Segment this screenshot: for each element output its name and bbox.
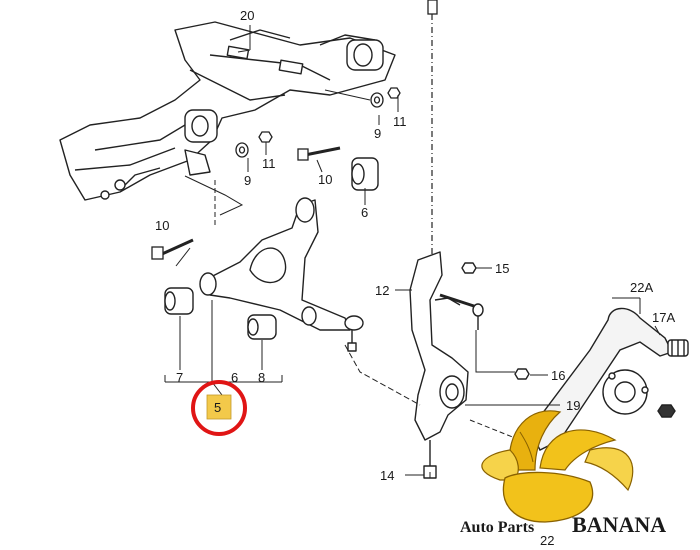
part-label-6: 6 bbox=[231, 370, 238, 385]
highlight-ring bbox=[191, 380, 247, 436]
control-arm-drawing bbox=[199, 197, 364, 352]
part-label-17a: 17A bbox=[652, 310, 675, 325]
bushings-lower bbox=[164, 287, 277, 340]
part-label-16: 16 bbox=[551, 368, 565, 383]
banana-logo-icon bbox=[481, 410, 634, 523]
brand-watermark: Auto Parts BANANA bbox=[460, 410, 666, 537]
part-label-19: 19 bbox=[566, 398, 580, 413]
subframe-drawing bbox=[59, 21, 396, 201]
brand-text-autoparts: Auto Parts bbox=[460, 519, 534, 536]
part-label-7: 7 bbox=[176, 370, 183, 385]
part-number-labels: 20 9 11 9 11 10 6 10 15 12 22A 17A 7 6 8… bbox=[155, 8, 675, 548]
highlight-callout-5[interactable]: 5 bbox=[191, 380, 247, 436]
part-label-22: 22 bbox=[540, 533, 554, 548]
strut-rod bbox=[427, 0, 438, 255]
part-label-14: 14 bbox=[380, 468, 394, 483]
part-label-9: 9 bbox=[244, 173, 251, 188]
fasteners-top bbox=[151, 87, 401, 260]
hub-and-link-drawing bbox=[529, 307, 689, 451]
part-label-6: 6 bbox=[361, 205, 368, 220]
part-label-20: 20 bbox=[240, 8, 254, 23]
part-label-12: 12 bbox=[375, 283, 389, 298]
highlight-box bbox=[206, 394, 232, 420]
part-label-11: 11 bbox=[393, 114, 407, 129]
bushing-upper bbox=[351, 157, 379, 191]
brand-text-banana: BANANA bbox=[572, 512, 666, 537]
part-label-22a: 22A bbox=[630, 280, 653, 295]
part-label-11: 11 bbox=[262, 156, 276, 171]
part-label-8: 8 bbox=[258, 370, 265, 385]
part-label-10: 10 bbox=[318, 172, 332, 187]
part-label-5: 5 bbox=[214, 400, 221, 415]
part-label-10: 10 bbox=[155, 218, 169, 233]
part-label-15: 15 bbox=[495, 261, 509, 276]
part-label-9: 9 bbox=[374, 126, 381, 141]
